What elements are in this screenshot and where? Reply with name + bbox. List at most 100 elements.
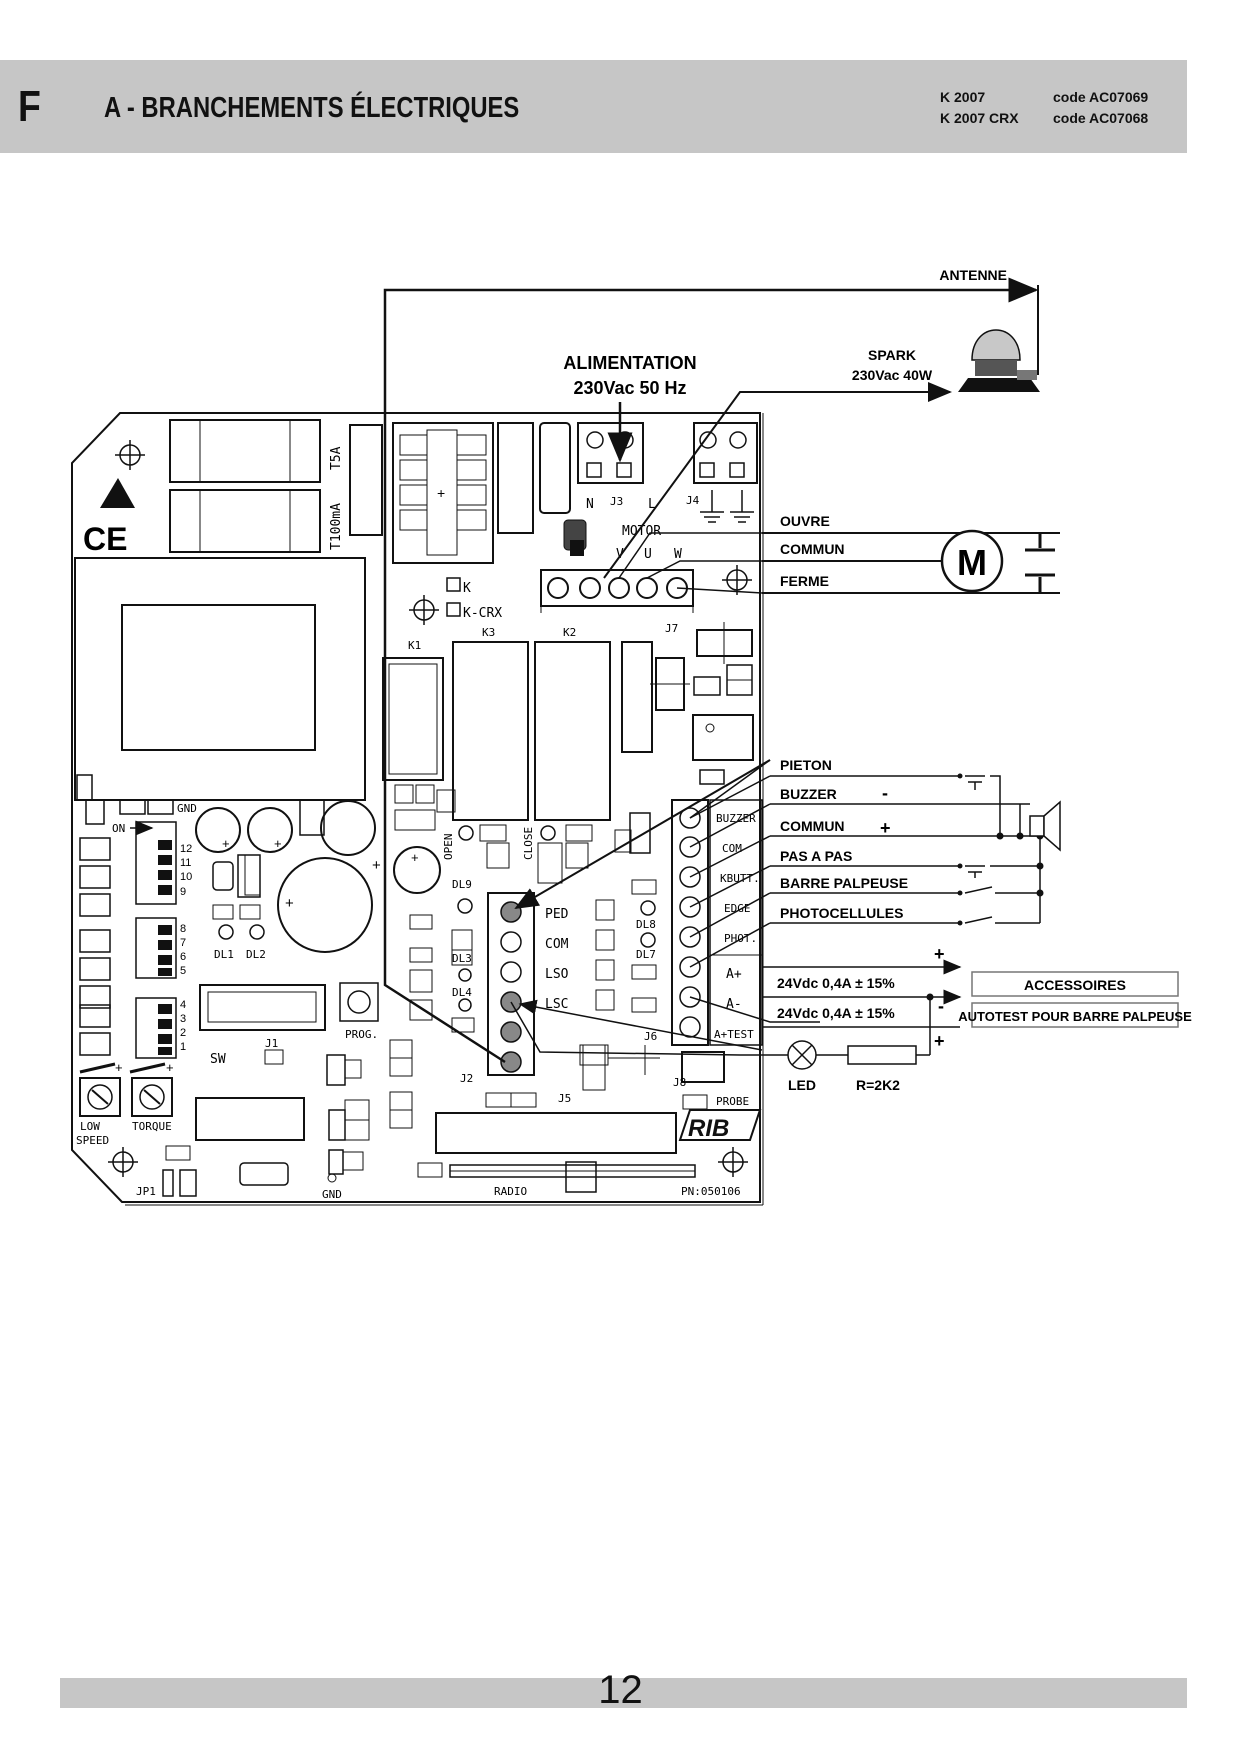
svg-text:RIB: RIB [688,1115,729,1142]
svg-text:5: 5 [180,965,186,977]
svg-text:7: 7 [180,937,186,949]
low-speed-label-1: LOW [80,1120,100,1133]
right-terminal-label: A- [726,997,742,1012]
com-terminal-label: COM [545,937,569,952]
svg-text:8: 8 [180,923,186,935]
mount-hole-icon [408,594,440,626]
right-terminal-label: COM [722,842,742,855]
close-label: CLOSE [522,827,535,860]
right-terminal-label: BUZZER [716,812,756,825]
resistor-icon [847,1045,917,1065]
input-photo-label: PHOTOCELLULES [780,905,903,921]
header-band [0,60,1187,153]
dl4-label: DL4 [452,986,472,999]
autotest-box [971,1002,1179,1028]
j1-label: J1 [265,1037,278,1050]
svg-text:2: 2 [180,1027,186,1039]
pcb-outline [71,412,761,1203]
k1-label: K1 [408,639,421,652]
rib-logo: RIB [678,1109,762,1142]
pn-label: PN:050106 [681,1185,741,1198]
j3-n-label: N [586,497,594,512]
gnd-top-label: GND [177,802,197,815]
buzzer-icon [1029,800,1061,852]
svg-text:12: 12 [180,843,192,855]
input-pedestrian-label: PIETON [780,757,832,773]
page-title: A - BRANCHEMENTS ÉLECTRIQUES [104,92,520,124]
mount-hole-icon [114,439,146,471]
sw-label: SW [210,1052,226,1067]
input-edge-label: BARRE PALPEUSE [780,875,908,891]
jp1-label: JP1 [136,1185,156,1198]
j5-label: J5 [558,1092,571,1105]
flashing-lamp-icon [958,285,1040,392]
fuse-label-1: T5A [329,446,344,470]
right-terminal-label: A+TEST [714,1028,754,1041]
j6-label: J6 [644,1030,657,1043]
j2-label: J2 [460,1072,473,1085]
svg-text:+: + [411,850,419,865]
svg-text:+: + [437,485,445,501]
spark-label: SPARK [868,347,916,363]
spark-rating: 230Vac 40W [852,367,933,383]
dl9-label: DL9 [452,878,472,891]
svg-text:+: + [115,1060,123,1075]
motor-close-label: FERME [780,573,829,589]
svg-text:10: 10 [180,871,192,883]
svg-text:+: + [372,857,381,874]
ce-mark-icon: CE [83,521,127,557]
dl2-label: DL2 [246,948,266,961]
supply-out-2: 24Vdc 0,4A ± 15% [777,1005,895,1021]
svg-text:6: 6 [180,951,186,963]
svg-text:9: 9 [180,886,186,898]
j8-label: J8 [673,1076,686,1089]
j4-label: J4 [686,494,700,507]
dl1-label: DL1 [214,948,234,961]
model-name-2: K 2007 CRX [940,110,1019,126]
fuse-label-2: T100mA [329,503,344,550]
input-step-label: PAS A PAS [780,848,852,864]
dl3-label: DL3 [452,952,472,965]
motor-icon: M [940,529,1004,593]
probe-label: PROBE [716,1095,749,1108]
model-code-2: code AC07068 [1053,110,1149,126]
k2-label: K2 [563,626,576,639]
led-lamp-icon [787,1040,817,1070]
svg-text:3: 3 [180,1013,186,1025]
prog-button-label: PROG. [345,1028,378,1041]
right-terminal-label: KBUTT. [720,872,760,885]
svg-text:+: + [166,1060,174,1075]
model-name-1: K 2007 [940,89,986,105]
j7-label: J7 [665,622,678,635]
accessories-label: ACCESSOIRES [1024,977,1126,993]
svg-text:M: M [957,542,987,583]
esd-warning-icon [100,478,135,508]
svg-text:+: + [274,836,282,851]
buzzer-minus-sign: - [882,783,888,803]
motor-label: MOTOR [622,524,661,539]
model-code-1: code AC07069 [1053,89,1149,105]
low-speed-label-2: SPEED [76,1134,109,1147]
dip-switch-block [79,821,177,1059]
torque-label: TORQUE [132,1120,172,1133]
section-letter: F [18,82,41,131]
plus-sign: + [934,944,945,964]
led-label: LED [788,1077,816,1093]
lso-terminal-label: LSO [545,967,569,982]
option-kcrx-label: K-CRX [463,606,502,621]
on-label: ON [112,822,125,835]
capacitor-icon [1025,533,1055,593]
input-common-label: COMMUN [780,818,845,834]
motor-common-label: COMMUN [780,541,845,557]
k3-label: K3 [482,626,495,639]
antenna-label: ANTENNE [939,267,1007,283]
buzzer-plus-sign: + [880,818,891,838]
radio-label: RADIO [494,1185,527,1198]
right-terminal-label: A+ [726,967,742,982]
resistor-label: R=2K2 [856,1077,900,1093]
svg-text:+: + [285,895,294,912]
input-buzzer-label: BUZZER [780,786,837,802]
ped-terminal-label: PED [545,907,569,922]
page-number: 12 [598,1668,643,1712]
